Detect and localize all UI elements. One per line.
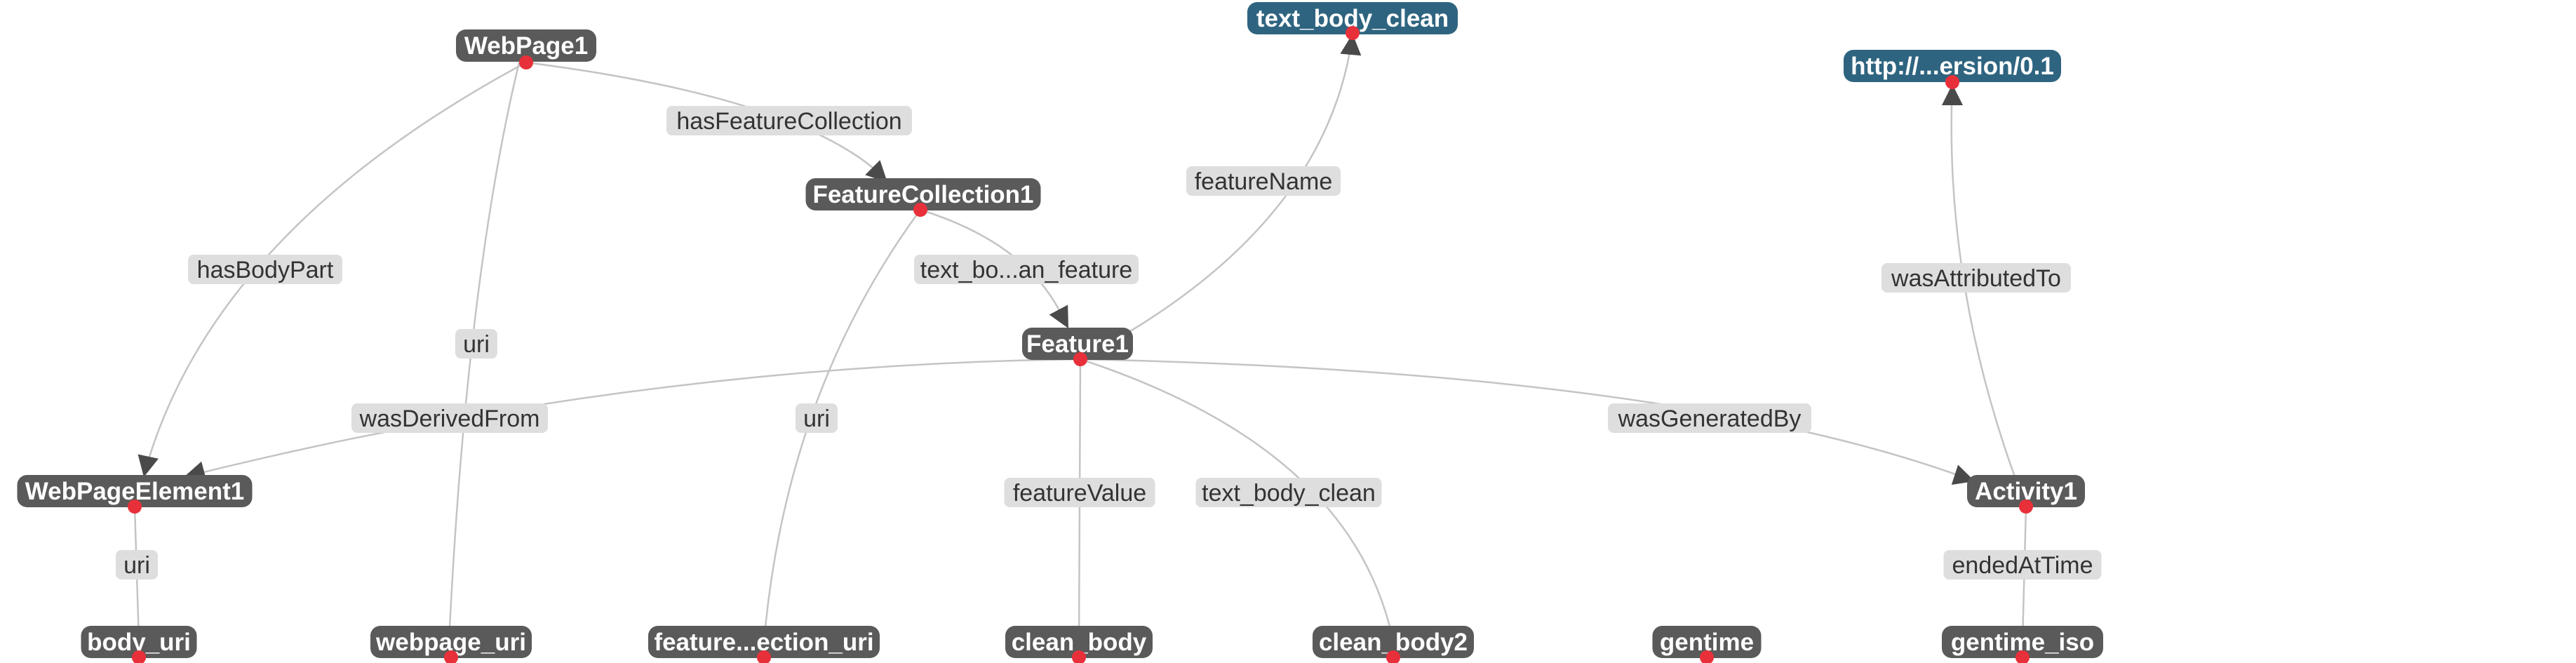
edge-label-text-body-clean[interactable]: text_body_clean bbox=[1195, 478, 1382, 507]
edge-label-hasfeaturecollection[interactable]: hasFeatureCollection bbox=[666, 106, 912, 135]
node-featurecollection1[interactable]: FeatureCollection1 bbox=[805, 178, 1041, 210]
node-box bbox=[1652, 626, 1762, 658]
edge-label-bg bbox=[455, 329, 497, 359]
connector-dot-webpageelement1[interactable] bbox=[128, 500, 142, 514]
edge-label-text: wasGeneratedBy bbox=[1618, 406, 1802, 432]
edge-label-endedattime[interactable]: endedAtTime bbox=[1943, 550, 2102, 580]
edge-label-bg bbox=[666, 106, 912, 135]
edge-label-featurename[interactable]: featureName bbox=[1186, 166, 1341, 196]
connector-dot-clean_body2[interactable] bbox=[1386, 650, 1400, 663]
edge-label-featurevalue[interactable]: featureValue bbox=[1004, 478, 1155, 507]
node-gentime[interactable]: gentime bbox=[1652, 626, 1762, 658]
edge-label-bg bbox=[914, 255, 1139, 284]
node-webpage1[interactable]: WebPage1 bbox=[456, 29, 596, 62]
node-featurecollection_uri[interactable]: feature...ection_uri bbox=[648, 626, 880, 658]
edge-label-text: uri bbox=[803, 406, 830, 432]
connector-dot-text_body_clean[interactable] bbox=[1346, 26, 1360, 40]
connector-dot-version_uri[interactable] bbox=[1945, 75, 1959, 89]
connector-dots bbox=[128, 26, 2033, 663]
edge-line-uri-featurecollection bbox=[763, 209, 922, 643]
edge-label-text: uri bbox=[123, 552, 150, 579]
edge-label-uri-body[interactable]: uri bbox=[116, 550, 158, 580]
node-box bbox=[1247, 2, 1458, 34]
edge-label-wasgeneratedby[interactable]: wasGeneratedBy bbox=[1608, 403, 1811, 433]
edge-label-bg bbox=[1186, 166, 1341, 196]
edge-labels: hasFeatureCollection hasBodyPart uri featur… bbox=[116, 106, 2102, 580]
connector-dot-webpage_uri[interactable] bbox=[444, 650, 458, 663]
node-box bbox=[81, 626, 197, 658]
edge-label-uri-webpage[interactable]: uri bbox=[455, 329, 497, 359]
arrowhead-wasattributedto bbox=[1942, 84, 1963, 105]
node-box bbox=[456, 29, 596, 62]
edge-label-hasbodypart[interactable]: hasBodyPart bbox=[188, 255, 342, 284]
edge-label-text: text_body_clean bbox=[1202, 480, 1376, 507]
edge-label-bg bbox=[1943, 550, 2102, 580]
connector-dot-featurecollection1[interactable] bbox=[913, 203, 927, 217]
edge-label-text: wasDerivedFrom bbox=[359, 406, 540, 432]
node-box bbox=[1967, 475, 2085, 507]
node-box bbox=[648, 626, 880, 658]
edge-label-text: uri bbox=[463, 331, 490, 358]
edge-label-wasderivedfrom[interactable]: wasDerivedFrom bbox=[351, 403, 548, 433]
connector-dot-gentime[interactable] bbox=[1700, 650, 1714, 663]
edge-label-wasattributedto[interactable]: wasAttributedTo bbox=[1881, 263, 2071, 293]
node-box bbox=[1942, 626, 2103, 658]
node-box bbox=[17, 475, 253, 507]
arrowhead-hasfeaturecollection bbox=[865, 160, 887, 182]
edge-label-bg bbox=[1608, 403, 1811, 433]
edge-label-uri-featurecollection[interactable]: uri bbox=[796, 403, 838, 433]
edge-label-bg bbox=[351, 403, 548, 433]
node-webpage_uri[interactable]: webpage_uri bbox=[370, 626, 532, 658]
edge-label-text: wasAttributedTo bbox=[1891, 265, 2061, 292]
connector-dot-clean_body[interactable] bbox=[1072, 650, 1086, 663]
connector-dot-webpage1[interactable] bbox=[519, 55, 533, 69]
edge-line-uri-webpage bbox=[448, 62, 521, 643]
edge-label-bg bbox=[796, 403, 838, 433]
edge-label-text: endedAtTime bbox=[1952, 552, 2093, 579]
edge-label-text: hasBodyPart bbox=[197, 257, 334, 283]
edge-label-text: featureValue bbox=[1013, 480, 1146, 507]
edge-label-bg bbox=[116, 550, 158, 580]
edge-label-text: text_bo...an_feature bbox=[920, 257, 1132, 283]
node-box bbox=[1844, 50, 2061, 82]
connector-dot-featurecollection_uri[interactable] bbox=[757, 650, 771, 663]
node-label: WebPage1 bbox=[464, 32, 588, 60]
node-box bbox=[1005, 626, 1153, 658]
node-body_uri[interactable]: body_uri bbox=[81, 626, 197, 658]
edge-line-wasattributedto bbox=[1950, 83, 2027, 507]
edge-label-bg bbox=[188, 255, 342, 284]
node-box bbox=[1313, 626, 1474, 658]
node-box bbox=[805, 178, 1041, 210]
edge-label-text-body-clean-feature[interactable]: text_bo...an_feature bbox=[914, 255, 1139, 284]
edge-line-featurename bbox=[1080, 34, 1354, 361]
edge-label-text: hasFeatureCollection bbox=[676, 108, 901, 135]
arrowhead-featurename bbox=[1340, 34, 1362, 56]
connector-dot-activity1[interactable] bbox=[2019, 500, 2033, 514]
connector-dot-feature1[interactable] bbox=[1073, 352, 1087, 366]
arrowhead-hasbodypart bbox=[137, 454, 159, 477]
graph-nodes: WebPage1text_body_cleanhttp://...ersion/… bbox=[17, 2, 2103, 658]
edge-line-hasbodypart bbox=[142, 61, 527, 476]
connector-dot-gentime_iso[interactable] bbox=[2015, 650, 2030, 663]
edge-label-bg bbox=[1881, 263, 2071, 293]
arrowhead-text-body-clean-feature bbox=[1049, 304, 1068, 328]
node-box bbox=[370, 626, 532, 658]
edge-line-wasderivedfrom bbox=[183, 358, 1081, 478]
edge-label-text: featureName bbox=[1195, 168, 1333, 195]
node-text_body_clean[interactable]: text_body_clean bbox=[1247, 2, 1458, 34]
connector-dot-body_uri[interactable] bbox=[132, 650, 146, 663]
edge-line-wasgeneratedby bbox=[1080, 358, 1975, 483]
node-clean_body[interactable]: clean_body bbox=[1005, 626, 1153, 658]
edge-line-text-body-clean bbox=[1080, 358, 1395, 643]
node-box bbox=[1022, 328, 1133, 360]
edge-label-bg bbox=[1195, 478, 1382, 507]
edge-label-bg bbox=[1004, 478, 1155, 507]
